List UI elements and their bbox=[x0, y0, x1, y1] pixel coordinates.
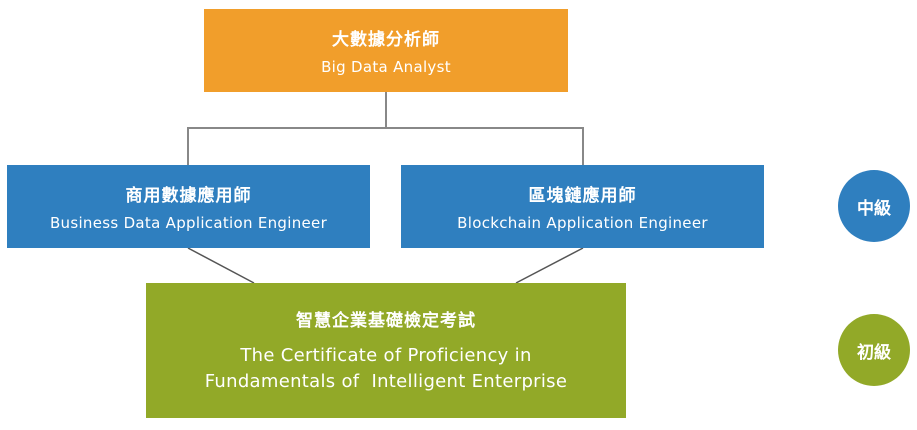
box-title-zh: 大數據分析師 bbox=[332, 30, 440, 50]
connector-top-to-middle bbox=[187, 92, 387, 165]
fundamentals-certificate-box: 智慧企業基礎檢定考試 The Certificate of Proficienc… bbox=[146, 283, 626, 418]
level-badge-intermediate: 中級 bbox=[838, 170, 910, 242]
box-title-en: Blockchain Application Engineer bbox=[457, 214, 708, 232]
level-badge-basic: 初級 bbox=[838, 314, 910, 386]
big-data-analyst-box: 大數據分析師 Big Data Analyst bbox=[204, 9, 568, 92]
connector-top-to-right bbox=[386, 127, 584, 165]
box-title-en: Big Data Analyst bbox=[321, 58, 451, 76]
box-title-en: Business Data Application Engineer bbox=[49, 214, 328, 232]
connector-left-to-bottom bbox=[187, 247, 255, 284]
box-title-en: The Certificate of Proficiency in Fundam… bbox=[204, 345, 568, 392]
business-data-engineer-box: 商用數據應用師 Business Data Application Engine… bbox=[7, 165, 370, 248]
box-title-zh: 智慧企業基礎檢定考試 bbox=[296, 311, 476, 331]
box-title-zh: 商用數據應用師 bbox=[125, 186, 252, 206]
connector-right-to-bottom bbox=[515, 247, 584, 284]
box-title-zh: 區塊鏈應用師 bbox=[528, 186, 637, 206]
blockchain-engineer-box: 區塊鏈應用師 Blockchain Application Engineer bbox=[401, 165, 764, 248]
